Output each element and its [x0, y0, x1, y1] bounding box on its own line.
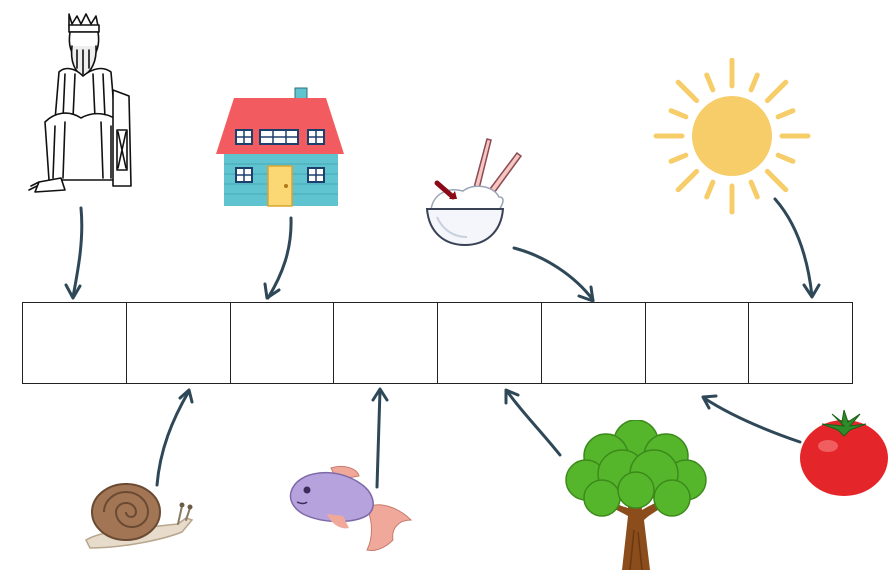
answer-slot-3[interactable]	[231, 303, 335, 383]
arrow-tree	[504, 388, 562, 457]
sun-ray	[764, 79, 789, 104]
arrow-rice-bowl	[512, 246, 595, 303]
arrow-snail	[155, 388, 194, 487]
answer-slot-5[interactable]	[438, 303, 542, 383]
sun-icon	[653, 58, 811, 215]
answer-slot-7[interactable]	[646, 303, 750, 383]
answer-slot-4[interactable]	[334, 303, 438, 383]
sun-ray	[704, 72, 716, 93]
arrow-house	[263, 216, 293, 300]
sun-ray	[675, 168, 700, 193]
answer-slots	[22, 302, 853, 384]
answer-slot-6[interactable]	[542, 303, 646, 383]
sun-ray	[775, 152, 796, 164]
sun-ray	[764, 168, 789, 193]
king-icon	[28, 13, 132, 193]
sun-ray	[775, 108, 796, 120]
snail-icon	[85, 483, 194, 549]
sun-ray	[748, 72, 760, 93]
sun-ray	[748, 179, 760, 200]
tomato-icon	[800, 409, 888, 496]
sun-ray	[668, 152, 689, 164]
rice-bowl-icon	[425, 138, 523, 247]
sun-ray	[675, 79, 700, 104]
arrow-tomato	[701, 394, 802, 444]
sun-ray	[668, 108, 689, 120]
arrow-sun	[773, 197, 821, 299]
tree-icon	[565, 420, 707, 570]
fish-icon	[289, 465, 412, 551]
arrow-fish	[371, 387, 389, 489]
answer-slot-2[interactable]	[127, 303, 231, 383]
answer-slot-1[interactable]	[23, 303, 127, 383]
arrow-king	[64, 206, 84, 300]
house-icon	[216, 87, 344, 207]
sun-ray	[704, 179, 716, 200]
